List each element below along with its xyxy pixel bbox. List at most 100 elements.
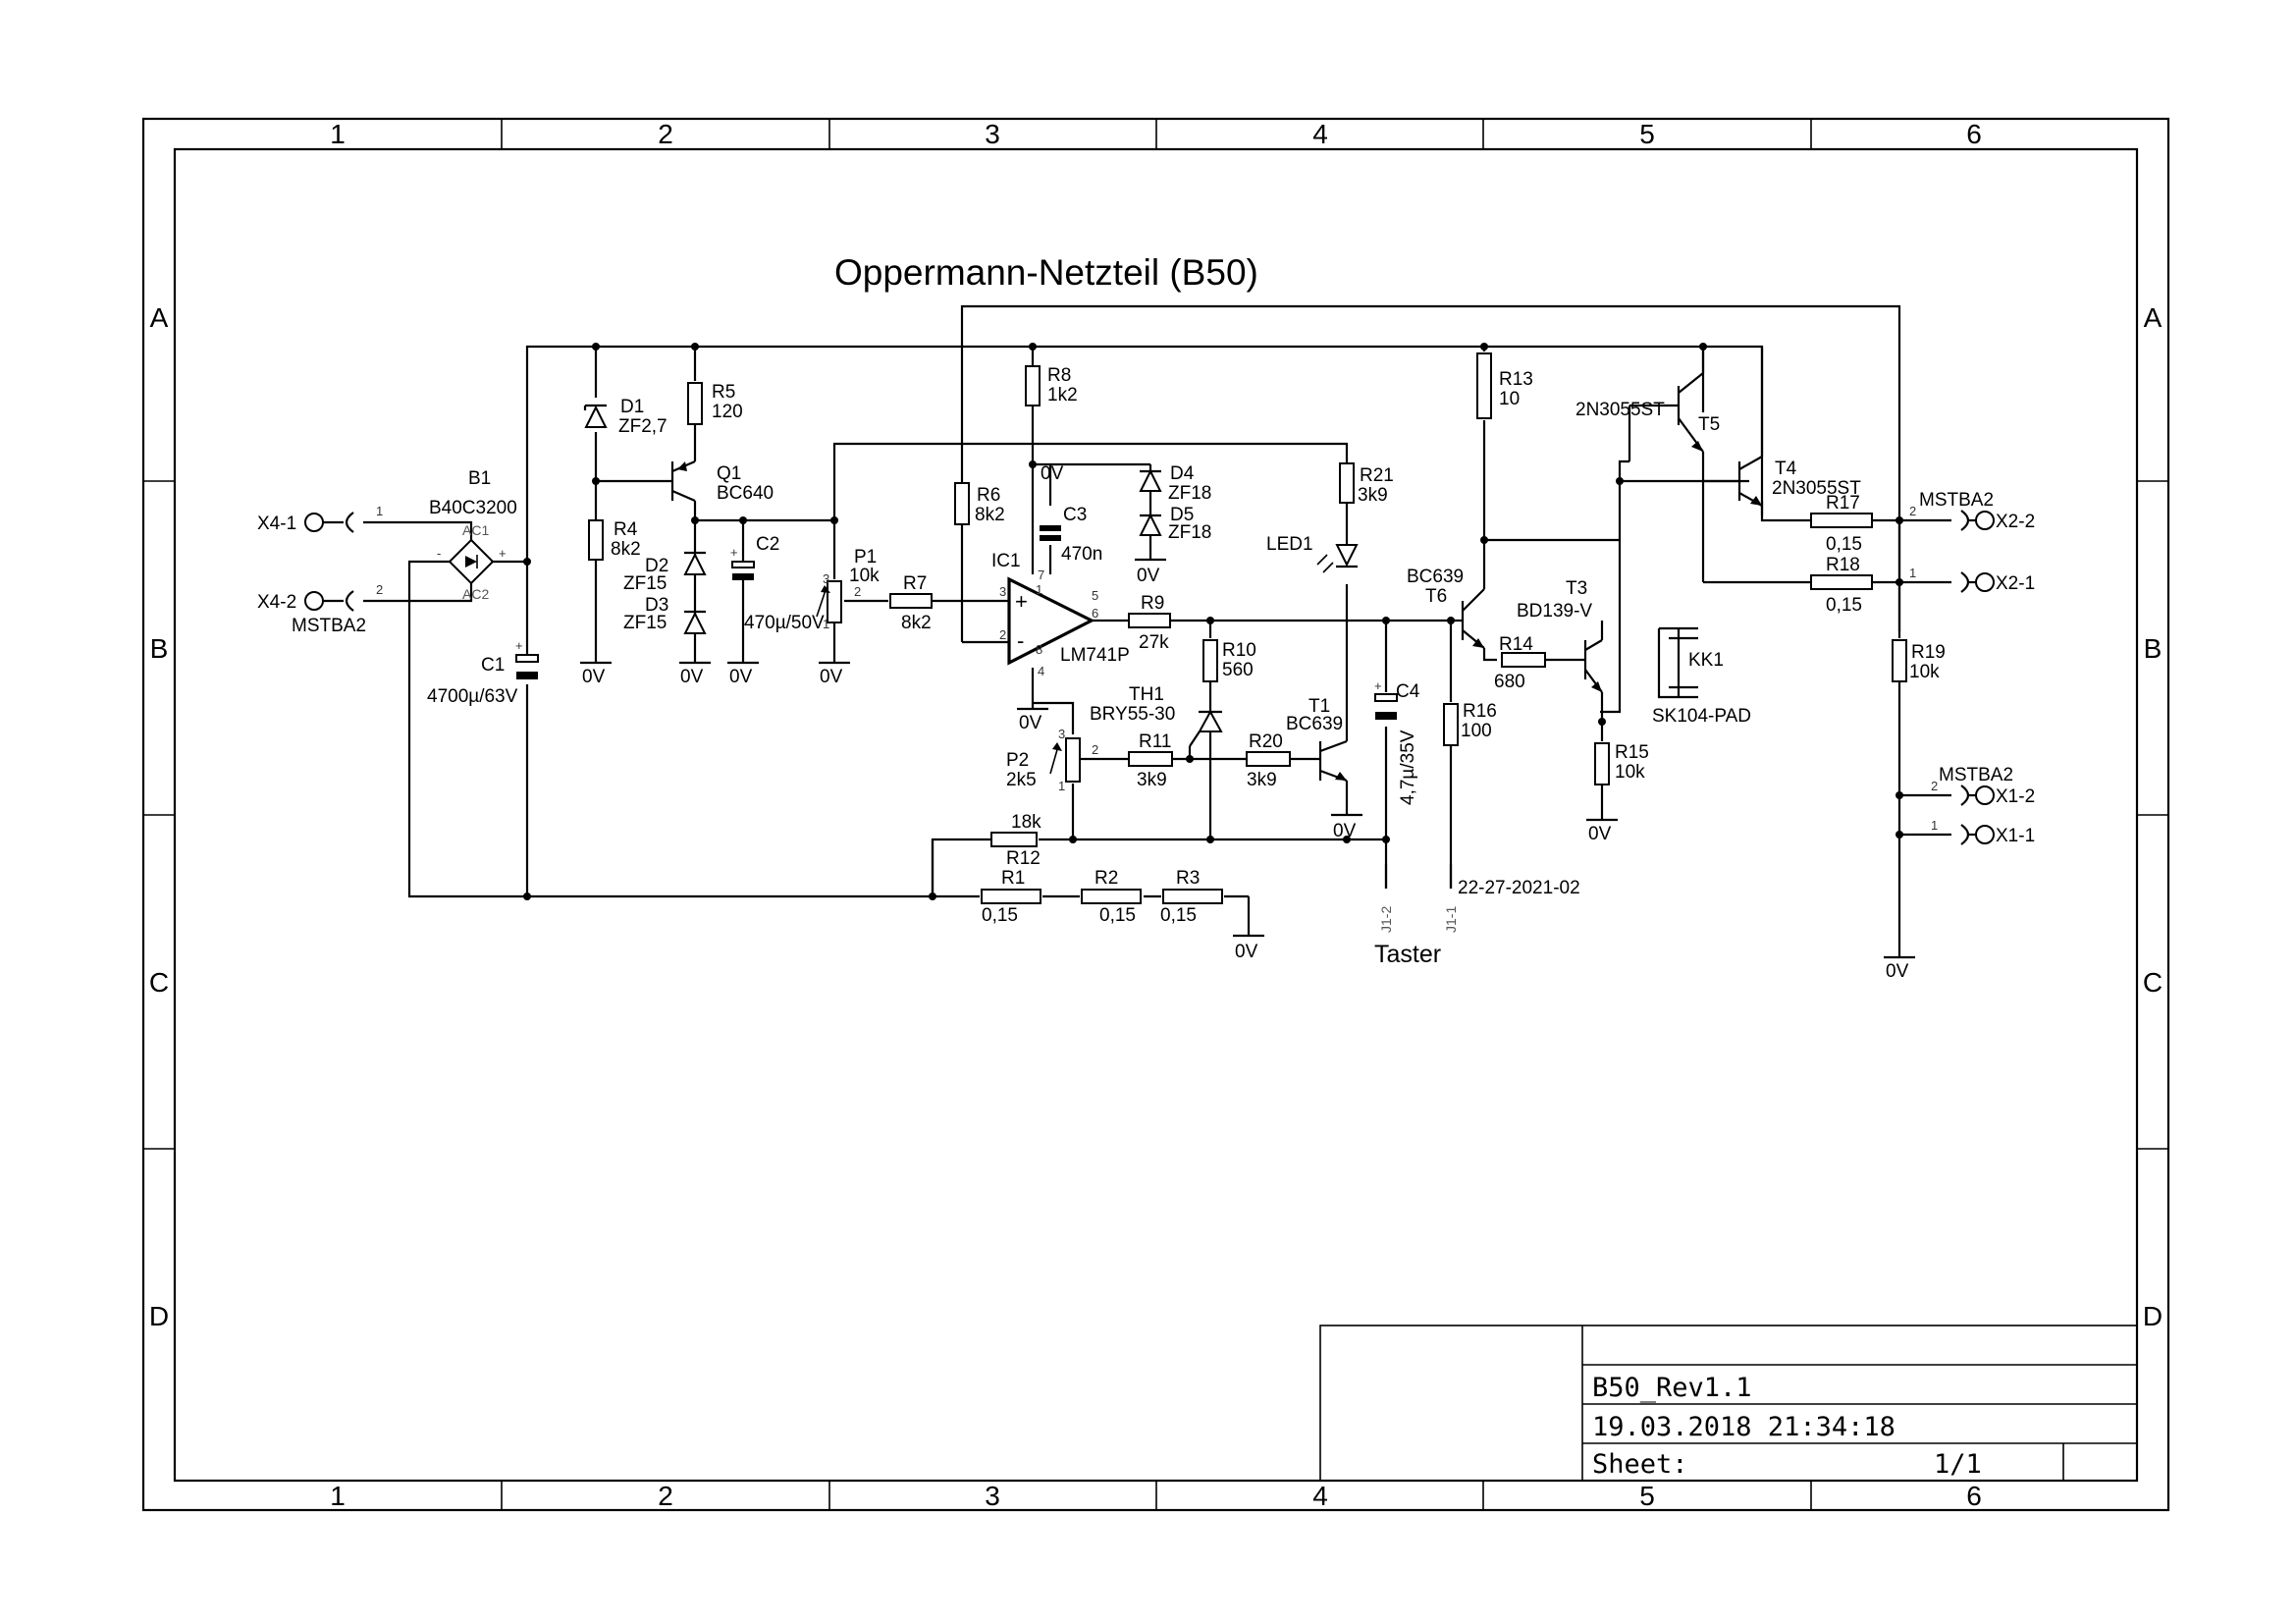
row-label-a-right: A (2144, 302, 2163, 333)
x2-1-label: X2-1 (1996, 573, 2035, 594)
q1-value: BC640 (717, 483, 774, 504)
svg-text:1: 1 (376, 504, 383, 518)
b1-ref: B1 (468, 468, 491, 489)
svg-text:+: + (515, 638, 523, 653)
gnd-label-c2: 0V (729, 667, 753, 687)
resistor-r15: R15 10k (1594, 742, 1649, 785)
x2-2-label: X2-2 (1996, 512, 2035, 532)
t1-ref: T1 (1308, 696, 1330, 717)
d2-value: ZF15 (623, 573, 667, 594)
resistor-r8: R8 1k2 (1025, 365, 1078, 406)
svg-text:2: 2 (854, 584, 861, 599)
resistor-r17: R17 0,15 (1810, 493, 1873, 555)
schematic-title: Oppermann-Netzteil (B50) (834, 252, 1258, 293)
svg-text:5: 5 (1092, 588, 1098, 603)
r10-value: 560 (1222, 660, 1254, 680)
resistor-r14: R14 680 (1494, 634, 1546, 692)
r7-value: 8k2 (901, 613, 932, 633)
d4-ref: D4 (1170, 463, 1195, 484)
transistor-t3: T3 BD139-V (1517, 578, 1604, 693)
gnd-label-r4: 0V (582, 667, 606, 687)
resistor-r12: 18k R12 (990, 812, 1041, 869)
junctions (523, 343, 1903, 900)
x4-1-label: X4-1 (257, 514, 296, 534)
col-label-5: 5 (1639, 119, 1655, 149)
resistor-r21: R21 3k9 (1339, 462, 1394, 506)
resistor-r6: R6 8k2 (954, 482, 1005, 525)
resistor-r16: R16 100 (1443, 701, 1497, 746)
svg-text:AC1: AC1 (462, 522, 489, 538)
svg-text:2: 2 (376, 582, 383, 597)
capacitor-c1: + C1 4700µ/63V (427, 638, 539, 707)
r20-value: 3k9 (1247, 770, 1277, 790)
c4-value: 4,7µ/35V (1398, 730, 1418, 805)
c3-value: 470n (1061, 544, 1102, 565)
led-led1: LED1 (1266, 534, 1359, 573)
j1-part-label: 22-27-2021-02 (1458, 878, 1580, 898)
gnd-label-p1: 0V (820, 667, 843, 687)
r13-value: 10 (1499, 389, 1520, 409)
svg-text:1: 1 (1036, 582, 1042, 597)
c2-value: 470µ/50V (744, 613, 825, 633)
title-block: B50_Rev1.1 19.03.2018 21:34:18 Sheet: 1/… (1319, 1325, 2138, 1482)
ic1-value: LM741P (1060, 645, 1130, 666)
t5-ref: T5 (1698, 414, 1720, 435)
r2-value: 0,15 (1099, 905, 1136, 926)
row-label-b-right: B (2144, 633, 2163, 664)
title-block-sheet-label: Sheet: (1592, 1449, 1688, 1480)
j1-1-label: J1-1 (1443, 906, 1459, 933)
row-label-a: A (150, 302, 169, 333)
c2-ref: C2 (756, 534, 779, 555)
r6-value: 8k2 (975, 505, 1005, 525)
c4-ref: C4 (1396, 681, 1420, 702)
resistor-r3: R3 0,15 (1160, 868, 1223, 926)
resistor-r7: R7 8k2 (889, 573, 933, 633)
col-label-1-bottom: 1 (330, 1481, 346, 1511)
transistor-t5: 2N3055ST T5 (1575, 347, 1720, 453)
resistor-r10: R10 560 (1202, 639, 1256, 682)
connector-j1: J1-2 J1-1 22-27-2021-02 Taster (1374, 864, 1580, 968)
svg-text:1: 1 (1931, 818, 1938, 833)
r5-ref: R5 (712, 382, 735, 403)
c1-value: 4700µ/63V (427, 686, 518, 707)
col-label-5-bottom: 5 (1639, 1481, 1655, 1511)
svg-text:6: 6 (1092, 606, 1098, 621)
t6-value: BC639 (1407, 567, 1464, 587)
r4-value: 8k2 (611, 539, 641, 560)
svg-text:AC2: AC2 (462, 586, 489, 602)
r7-ref: R7 (903, 573, 927, 594)
r21-value: 3k9 (1358, 485, 1388, 506)
r4-ref: R4 (614, 519, 638, 540)
x1-1-label: X1-1 (1996, 826, 2035, 846)
x1-type-label: MSTBA2 (1939, 765, 2013, 785)
r15-value: 10k (1615, 762, 1645, 783)
opamp-ic1: + - 32 74 56 18 IC1 LM741P (991, 551, 1130, 678)
title-block-sheet-value: 1/1 (1934, 1449, 1982, 1480)
svg-text:+: + (730, 545, 738, 560)
t6-ref: T6 (1425, 586, 1447, 607)
gnd-label-d5: 0V (1137, 566, 1160, 586)
t1-value: BC639 (1286, 714, 1343, 734)
r14-ref: R14 (1499, 634, 1533, 655)
resistor-r19: R19 10k (1892, 639, 1946, 682)
r5-value: 120 (712, 402, 743, 422)
r6-ref: R6 (977, 485, 1000, 506)
r12-value: 18k (1011, 812, 1041, 833)
transistor-t6: BC639 T6 (1407, 567, 1485, 649)
col-label-4-bottom: 4 (1312, 1481, 1328, 1511)
p1-value: 10k (849, 566, 880, 586)
zener-d2: D2 ZF15 (623, 551, 707, 594)
d3-value: ZF15 (623, 613, 667, 633)
row-label-c-right: C (2143, 967, 2163, 998)
r8-value: 1k2 (1047, 385, 1078, 406)
gnd-label-ic1: 0V (1019, 713, 1042, 733)
svg-text:+: + (1015, 589, 1028, 614)
r1-value: 0,15 (982, 905, 1018, 926)
svg-text:2: 2 (1909, 504, 1916, 518)
b1-value: B40C3200 (429, 498, 517, 518)
c3-ref: C3 (1063, 505, 1087, 525)
x4-2-label: X4-2 (257, 592, 296, 613)
gnd-label-r3: 0V (1235, 942, 1258, 962)
t3-value: BD139-V (1517, 601, 1592, 622)
d5-ref: D5 (1170, 505, 1194, 525)
